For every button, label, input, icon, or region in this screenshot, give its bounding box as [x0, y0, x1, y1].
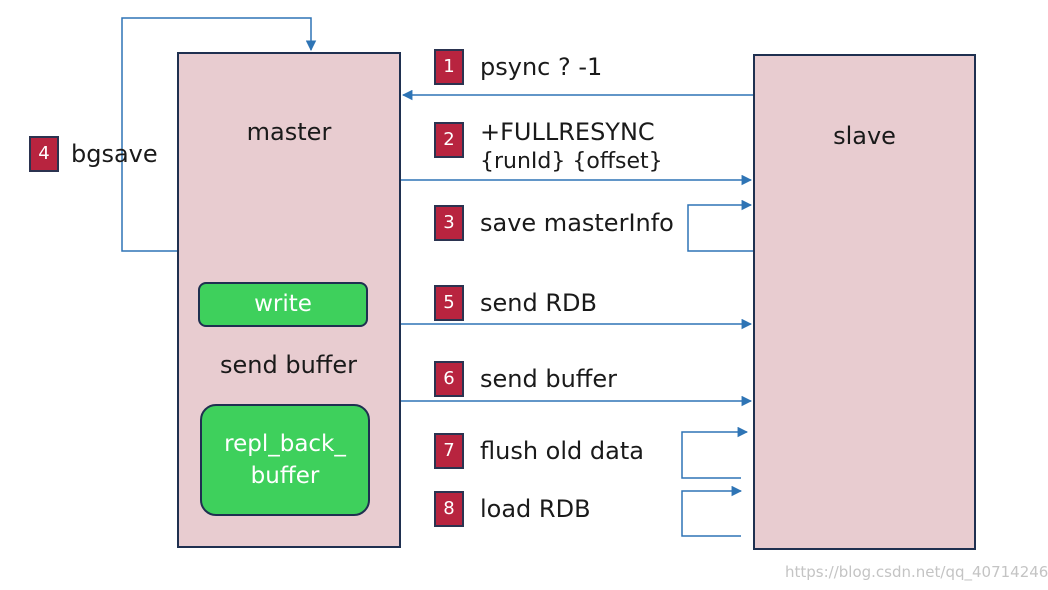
- step-3-badge: 3: [434, 205, 464, 241]
- step-1: 1 psync ? -1: [434, 49, 602, 85]
- flush-old-data-loop-arrow: [681, 426, 749, 479]
- repl-back-buffer-box: repl_back_ buffer: [200, 404, 370, 516]
- slave-label: slave: [833, 122, 896, 150]
- step-6-text: send buffer: [480, 365, 617, 393]
- master-label: master: [246, 118, 332, 146]
- watermark: https://blog.csdn.net/qq_40714246: [785, 563, 1048, 581]
- step-8: 8 load RDB: [434, 491, 591, 527]
- step-7-badge: 7: [434, 433, 464, 469]
- bgsave-loop-arrow: [121, 17, 317, 252]
- step-1-badge: 1: [434, 49, 464, 85]
- step-4: 4 bgsave: [29, 136, 158, 172]
- step-3: 3 save masterInfo: [434, 205, 674, 241]
- slave-box: slave: [753, 54, 976, 550]
- repl-box-line2: buffer: [250, 463, 320, 489]
- step-5: 5 send RDB: [434, 285, 597, 321]
- step-2: 2 +FULLRESYNC {runId} {offset}: [434, 118, 663, 176]
- step-4-badge: 4: [29, 136, 59, 172]
- step-6-badge: 6: [434, 361, 464, 397]
- step-1-text: psync ? -1: [480, 53, 603, 81]
- step-7-text: flush old data: [480, 437, 644, 465]
- step-6: 6 send buffer: [434, 361, 617, 397]
- step-3-text: save masterInfo: [480, 209, 674, 237]
- write-box: write: [198, 282, 368, 327]
- load-rdb-loop-arrow: [681, 485, 743, 537]
- send-buffer-internal-label: send buffer: [220, 351, 357, 379]
- step-8-badge: 8: [434, 491, 464, 527]
- step-5-text: send RDB: [480, 289, 597, 317]
- step-7: 7 flush old data: [434, 433, 644, 469]
- step-2-badge: 2: [434, 122, 464, 158]
- step-2-text-line2: {runId} {offset}: [480, 149, 663, 174]
- step-5-badge: 5: [434, 285, 464, 321]
- step-2-text-line1: +FULLRESYNC: [480, 118, 655, 146]
- step-8-text: load RDB: [480, 495, 591, 523]
- step-4-text: bgsave: [71, 140, 158, 168]
- repl-box-line1: repl_back_: [224, 431, 346, 457]
- save-masterinfo-loop-arrow: [687, 199, 753, 252]
